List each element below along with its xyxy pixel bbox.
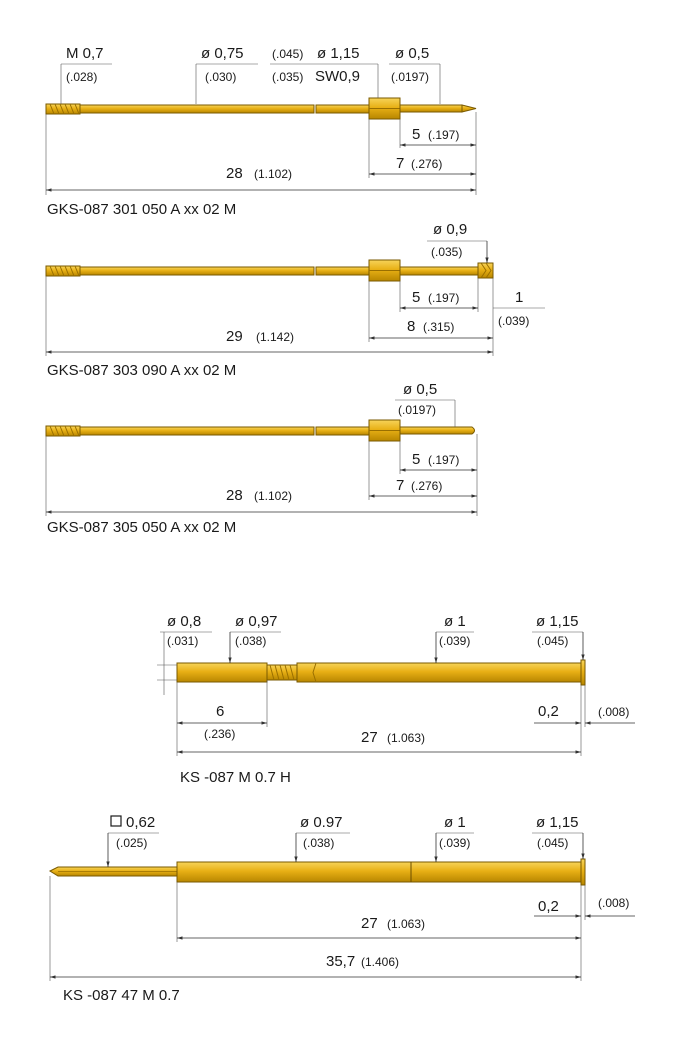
drawing-2-caption: GKS-087 303 090 A xx 02 M: [47, 362, 236, 379]
barrel-section: [79, 266, 315, 276]
drawing-5-caption: KS -087 47 M 0.7: [63, 987, 180, 1004]
dim-27-inch: (1.063): [387, 731, 425, 745]
dimensions-4: ø 0,8 (.031) ø 0,97 (.038) ø 1 (.039) ø …: [157, 613, 635, 756]
barrel-section-2: [315, 426, 370, 436]
dimensions-1: M 0,7 (.028) ø 0,75 (.030) (.045) ø 1,15…: [45, 45, 477, 195]
tip-diameter-label: ø 0,5: [403, 381, 437, 398]
square-size-label: 0,62: [126, 814, 155, 831]
tip-diameter-inch: (.0197): [398, 403, 436, 417]
d4-label: ø 1,15: [536, 814, 579, 831]
dim-02-label: 0,2: [538, 703, 559, 720]
dim-7-inch: (.276): [411, 157, 442, 171]
receptacle-5: [48, 858, 586, 886]
dim-27-label: 27: [361, 915, 378, 932]
dim-6-inch: (.236): [204, 727, 235, 741]
plunger-tip: [461, 104, 477, 113]
d3-inch: (.039): [439, 836, 470, 850]
dim-7-label: 7: [396, 155, 404, 172]
dim-29-inch: (1.142): [256, 330, 294, 344]
square-icon: [110, 815, 122, 827]
drawing-4: ø 0,8 (.031) ø 0,97 (.038) ø 1 (.039) ø …: [157, 613, 635, 786]
thread-size-label: M 0,7: [66, 45, 104, 62]
receptacle-collar: [580, 659, 586, 686]
d2-inch: (.038): [303, 836, 334, 850]
receptacle-socket: [176, 662, 268, 683]
drawing-5: 0,62 (.025) ø 0.97 (.038) ø 1 (.039) ø 1…: [48, 814, 635, 1004]
tip-diameter-label: ø 0,9: [433, 221, 467, 238]
body-diameter-inch: (.030): [205, 70, 236, 84]
dim-5-label: 5: [412, 126, 420, 143]
dim-7-inch: (.276): [411, 479, 442, 493]
dimensions-5: 0,62 (.025) ø 0.97 (.038) ø 1 (.039) ø 1…: [49, 814, 635, 981]
dim-28-label: 28: [226, 487, 243, 504]
barrel-section: [79, 426, 315, 436]
hex-width-label: SW0,9: [315, 68, 360, 85]
hex-diameter-inch: (.045): [272, 47, 303, 61]
drawing-1: M 0,7 (.028) ø 0,75 (.030) (.045) ø 1,15…: [45, 45, 477, 218]
hex-width-inch: (.035): [272, 70, 303, 84]
dim-8-label: 8: [407, 318, 415, 335]
drawing-3: ø 0,5 (.0197) 5 (.197) 7 (.276) 28 (1.10…: [45, 381, 478, 536]
body-diameter-label: ø 0,75: [201, 45, 244, 62]
tip-diameter-label: ø 0,5: [395, 45, 429, 62]
hex-diameter-label: ø 1,15: [317, 45, 360, 62]
dim-7-label: 7: [396, 477, 404, 494]
thread-size-inch: (.028): [66, 70, 97, 84]
d1-inch: (.031): [167, 634, 198, 648]
dim-5-label: 5: [412, 451, 420, 468]
plunger: [399, 104, 463, 113]
d2-label: ø 0,97: [235, 613, 278, 630]
dim-29-label: 29: [226, 328, 243, 345]
dimensions-3: ø 0,5 (.0197) 5 (.197) 7 (.276) 28 (1.10…: [45, 381, 478, 516]
barrel-section-2: [315, 104, 370, 114]
d2-inch: (.038): [235, 634, 266, 648]
dim-28-label: 28: [226, 165, 243, 182]
dim-5-label: 5: [412, 289, 420, 306]
d3-inch: (.039): [439, 634, 470, 648]
dim-5-inch: (.197): [428, 453, 459, 467]
d3-label: ø 1: [444, 814, 466, 831]
dim-357-label: 35,7: [326, 953, 355, 970]
drawing-2: ø 0,9 (.035) 5 (.197) 1 (.039) 8 (.315) …: [45, 221, 545, 379]
d3-label: ø 1: [444, 613, 466, 630]
barrel-section-2: [315, 266, 370, 276]
drawing-3-caption: GKS-087 305 050 A xx 02 M: [47, 519, 236, 536]
drawing-1-caption: GKS-087 301 050 A xx 02 M: [47, 201, 236, 218]
dim-5-inch: (.197): [428, 291, 459, 305]
d4-label: ø 1,15: [536, 613, 579, 630]
dim-5-inch: (.197): [428, 128, 459, 142]
dimensions-2: ø 0,9 (.035) 5 (.197) 1 (.039) 8 (.315) …: [45, 221, 545, 356]
d4-inch: (.045): [537, 836, 568, 850]
dim-1-label: 1: [515, 289, 523, 306]
dim-27-inch: (1.063): [387, 917, 425, 931]
d4-inch: (.045): [537, 634, 568, 648]
receptacle-collar: [580, 858, 586, 886]
barrel-section: [79, 104, 315, 114]
dim-8-inch: (.315): [423, 320, 454, 334]
receptacle-body: [296, 662, 582, 683]
dim-02-inch: (.008): [598, 896, 629, 910]
plunger-round-tip: [399, 426, 475, 435]
d1-label: ø 0,8: [167, 613, 201, 630]
dim-02-label: 0,2: [538, 898, 559, 915]
dim-6-label: 6: [216, 703, 224, 720]
receptacle-body: [176, 861, 583, 883]
tip-diameter-inch: (.0197): [391, 70, 429, 84]
plunger: [399, 266, 479, 276]
probe-2: [45, 259, 494, 282]
drawing-4-caption: KS -087 M 0.7 H: [180, 769, 291, 786]
tip-diameter-inch: (.035): [431, 245, 462, 259]
dim-28-inch: (1.102): [254, 489, 292, 503]
dim-1-inch: (.039): [498, 314, 529, 328]
dim-28-inch: (1.102): [254, 167, 292, 181]
receptacle-4: [176, 659, 586, 686]
probe-1: [45, 97, 477, 120]
d2-label: ø 0.97: [300, 814, 343, 831]
dim-27-label: 27: [361, 729, 378, 746]
dim-02-inch: (.008): [598, 705, 629, 719]
dim-357-inch: (1.406): [361, 955, 399, 969]
square-size-inch: (.025): [116, 836, 147, 850]
probe-3: [45, 419, 475, 442]
